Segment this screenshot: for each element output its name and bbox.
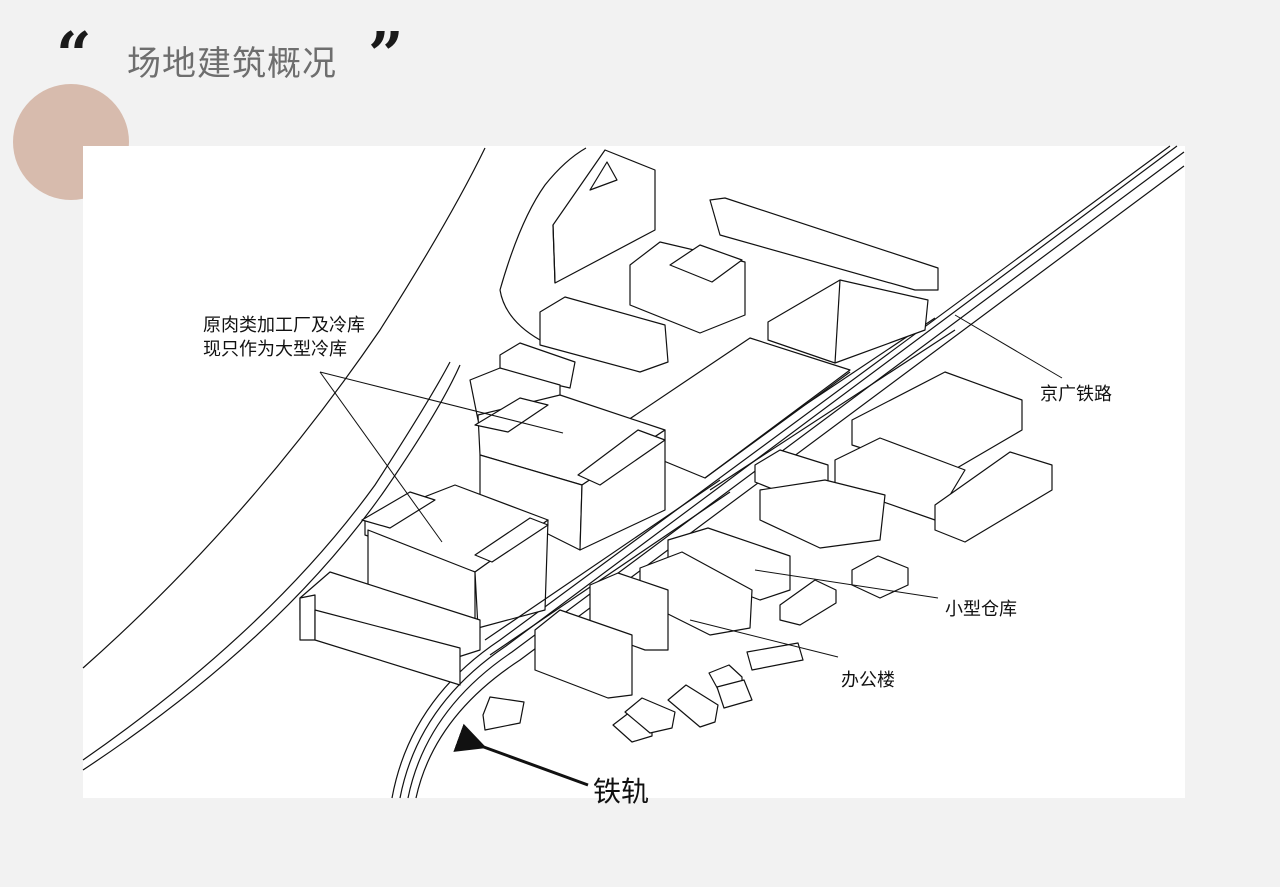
scattered-blocks xyxy=(482,664,753,743)
label-meat-plant-line1: 原肉类加工厂及冷库 xyxy=(203,315,365,336)
east-warehouses xyxy=(834,371,1053,543)
label-jingguang-railway: 京广铁路 xyxy=(1040,384,1112,405)
label-small-warehouse: 小型仓库 xyxy=(945,599,1017,620)
long-low-building xyxy=(299,571,481,686)
page-title: 场地建筑概况 xyxy=(127,44,337,84)
open-quote-mark: “ xyxy=(56,18,92,91)
label-railway-track: 铁轨 xyxy=(593,775,650,808)
track-arrow xyxy=(453,723,589,787)
cold-storage-upper xyxy=(469,367,666,551)
label-office-building: 办公楼 xyxy=(841,670,895,691)
leader-lines xyxy=(319,314,1063,658)
north-complex xyxy=(499,197,939,389)
front-office-buildings xyxy=(534,572,669,699)
label-meat-plant-line2: 现只作为大型冷库 xyxy=(203,339,347,360)
platform-strip xyxy=(484,479,731,656)
label-meat-plant: 原肉类加工厂及冷库 现只作为大型冷库 xyxy=(203,314,365,362)
cold-storage-lower xyxy=(361,484,549,629)
road-lines xyxy=(82,147,587,771)
triangle-building xyxy=(552,149,656,284)
close-quote-mark: ” xyxy=(368,18,404,91)
mid-office-cluster xyxy=(639,449,886,636)
small-warehouse-blocks xyxy=(746,555,909,671)
